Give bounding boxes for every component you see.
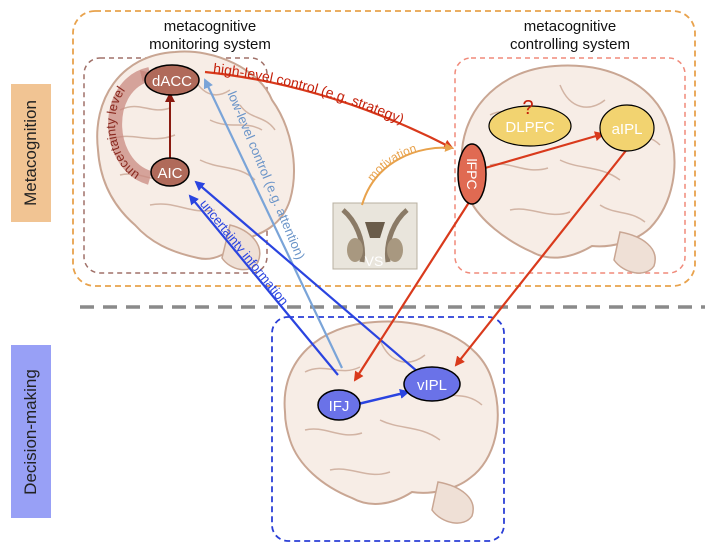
metacognition-label: Metacognition bbox=[11, 84, 51, 222]
brain-monitoring-illustration bbox=[96, 50, 295, 271]
lfpc-to-ifj-arrow bbox=[353, 192, 476, 382]
decision-making-box bbox=[271, 316, 505, 542]
controlling-box bbox=[454, 57, 686, 274]
ventral-striatum-slice-image bbox=[332, 202, 418, 270]
metacognition-box bbox=[72, 10, 696, 287]
ifj-label: IFJ bbox=[329, 398, 350, 415]
vs-label: VS bbox=[365, 253, 384, 269]
ifj-to-vipl-arrow bbox=[357, 389, 410, 406]
brain-controlling-illustration bbox=[460, 64, 676, 274]
ifj-node: IFJ bbox=[317, 389, 361, 421]
brain-decision-illustration bbox=[283, 320, 499, 524]
aipl-node: aIPL bbox=[599, 104, 655, 152]
decision-making-label: Decision-making bbox=[11, 345, 51, 518]
ifj-to-aic-arrow bbox=[188, 194, 339, 376]
monitoring-title-line1: metacognitive bbox=[164, 18, 257, 35]
vipl-label: vIPL bbox=[417, 377, 447, 394]
controlling-title-line2: controlling system bbox=[510, 36, 630, 53]
dacc-node: dACC bbox=[144, 64, 200, 96]
aipl-to-vipl-arrow bbox=[454, 147, 629, 367]
dacc-label: dACC bbox=[152, 73, 192, 90]
aic-label: AIC bbox=[157, 165, 182, 182]
dlpfc-label: DLPFC bbox=[505, 119, 554, 136]
ifpc-node: lFPC bbox=[457, 143, 487, 205]
vipl-node: vIPL bbox=[403, 366, 461, 402]
lfpc-to-aipl-arrow bbox=[484, 131, 605, 170]
low-level-control-arrow bbox=[203, 78, 343, 369]
dlpfc-node: DLPFC ? bbox=[488, 97, 572, 147]
aic-node: AIC bbox=[150, 157, 190, 187]
motivation-label: motivation bbox=[364, 141, 418, 184]
controlling-title-line1: metacognitive bbox=[524, 18, 617, 35]
monitoring-title-line2: monitoring system bbox=[149, 36, 271, 53]
ifpc-label: lFPC bbox=[464, 158, 480, 189]
aipl-label: aIPL bbox=[612, 121, 643, 138]
dlpfc-question-mark: ? bbox=[522, 97, 533, 119]
